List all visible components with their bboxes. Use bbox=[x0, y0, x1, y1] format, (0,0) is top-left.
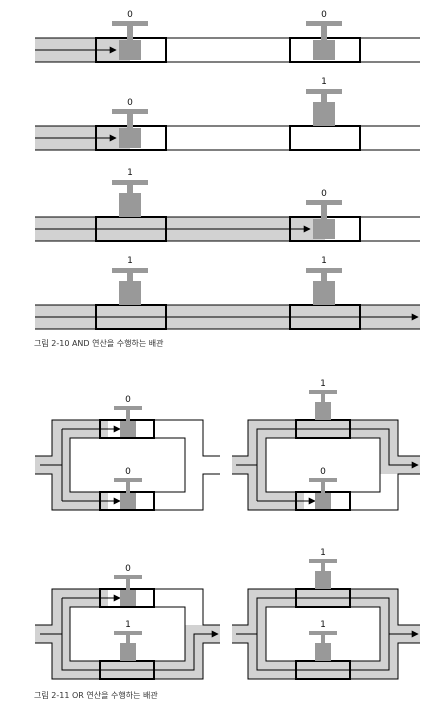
and-row-1: 0 0 bbox=[35, 10, 420, 63]
valve-gate bbox=[119, 40, 141, 60]
valve-left: 0 bbox=[95, 10, 167, 63]
valve-handle bbox=[112, 109, 148, 114]
valve-top: 1 bbox=[295, 379, 351, 439]
valve-value-label: 0 bbox=[125, 467, 131, 477]
or-panel-3: 0 1 bbox=[35, 564, 220, 680]
valve-gate bbox=[313, 40, 335, 60]
valve-handle bbox=[306, 268, 342, 273]
valve-stem bbox=[127, 185, 133, 193]
valve-gate bbox=[119, 193, 141, 217]
valve-handle bbox=[114, 478, 142, 482]
valve-value-label: 1 bbox=[320, 548, 326, 558]
valve-value-label: 1 bbox=[127, 256, 133, 266]
valve-bottom: 1 bbox=[295, 620, 351, 680]
valve-value-label: 1 bbox=[321, 256, 327, 266]
valve-gate bbox=[313, 219, 335, 239]
valve-gate bbox=[120, 590, 136, 606]
valve-top: 0 bbox=[99, 395, 155, 439]
valve-right: 0 bbox=[289, 10, 361, 63]
valve-value-label: 0 bbox=[321, 10, 327, 20]
valve-stem bbox=[126, 410, 130, 421]
valve-gate bbox=[315, 493, 331, 509]
valve-value-label: 1 bbox=[125, 620, 131, 630]
valve-stem bbox=[321, 635, 325, 643]
valve-handle bbox=[309, 559, 337, 563]
or-figure: 0 0 1 bbox=[35, 379, 420, 680]
and-figure: 0 0 0 bbox=[35, 10, 420, 330]
valve-gate bbox=[315, 571, 331, 589]
flow-region bbox=[35, 420, 108, 510]
valve-stem bbox=[321, 26, 327, 40]
flow-line bbox=[256, 634, 390, 671]
valve-handle bbox=[112, 21, 148, 26]
valve-stem bbox=[321, 205, 327, 219]
valve-value-label: 1 bbox=[321, 77, 327, 87]
valve-top: 0 bbox=[99, 564, 155, 608]
valve-value-label: 0 bbox=[127, 10, 133, 20]
valve-value-label: 0 bbox=[125, 395, 131, 405]
valve-stem bbox=[321, 94, 327, 102]
or-figure-caption: 그림 2-11 OR 연산을 수행하는 배관 bbox=[34, 691, 158, 700]
valve-value-label: 1 bbox=[320, 379, 326, 389]
or-panel-1: 0 0 bbox=[35, 395, 220, 511]
or-panel-4: 1 1 bbox=[232, 548, 420, 680]
valve-handle bbox=[309, 390, 337, 394]
valve-stem bbox=[321, 482, 325, 493]
valve-right: 0 bbox=[289, 189, 361, 242]
valve-handle bbox=[114, 631, 142, 635]
valve-stem bbox=[126, 579, 130, 590]
valve-value-label: 1 bbox=[127, 168, 133, 178]
valve-housing bbox=[289, 125, 361, 151]
valve-top: 1 bbox=[295, 548, 351, 608]
valve-bottom: 1 bbox=[99, 620, 155, 680]
valve-handle bbox=[306, 200, 342, 205]
valve-stem bbox=[127, 273, 133, 281]
valve-gate bbox=[315, 402, 331, 420]
valve-handle bbox=[309, 478, 337, 482]
valve-gate bbox=[120, 643, 136, 661]
valve-handle bbox=[114, 575, 142, 579]
valve-bottom: 0 bbox=[295, 467, 351, 511]
valve-right: 1 bbox=[289, 256, 361, 330]
valve-handle bbox=[112, 180, 148, 185]
valve-value-label: 0 bbox=[321, 189, 327, 199]
valve-gate bbox=[313, 281, 335, 305]
valve-gate bbox=[315, 643, 331, 661]
valve-value-label: 1 bbox=[320, 620, 326, 630]
valve-right: 1 bbox=[289, 77, 361, 151]
valve-value-label: 0 bbox=[125, 564, 131, 574]
flow-arrow bbox=[236, 597, 419, 638]
valve-handle bbox=[306, 21, 342, 26]
and-figure-caption: 그림 2-10 AND 연산을 수행하는 배관 bbox=[34, 339, 164, 348]
valve-gate bbox=[119, 128, 141, 148]
valve-stem bbox=[321, 563, 325, 571]
valve-handle bbox=[112, 268, 148, 273]
valve-gate bbox=[119, 281, 141, 305]
and-row-2: 0 1 bbox=[35, 77, 420, 151]
valve-left: 1 bbox=[95, 256, 167, 330]
flow-arrow bbox=[236, 428, 419, 469]
and-row-4: 1 1 bbox=[35, 256, 420, 330]
valve-left: 1 bbox=[95, 168, 167, 242]
valve-handle bbox=[306, 89, 342, 94]
valve-stem bbox=[321, 394, 325, 402]
or-panel-2: 1 0 bbox=[232, 379, 420, 511]
valve-stem bbox=[127, 114, 133, 128]
valve-value-label: 0 bbox=[320, 467, 326, 477]
valve-bottom: 0 bbox=[99, 467, 155, 511]
valve-gate bbox=[120, 493, 136, 509]
and-row-3: 1 0 bbox=[35, 168, 420, 242]
valve-left: 0 bbox=[95, 98, 167, 151]
valve-gate bbox=[313, 102, 335, 126]
flow-arrow bbox=[40, 630, 219, 671]
valve-stem bbox=[126, 635, 130, 643]
valve-gate bbox=[120, 421, 136, 437]
valve-stem bbox=[321, 273, 327, 281]
valve-stem bbox=[126, 482, 130, 493]
valve-stem bbox=[127, 26, 133, 40]
valve-handle bbox=[114, 406, 142, 410]
valve-handle bbox=[309, 631, 337, 635]
valve-value-label: 0 bbox=[127, 98, 133, 108]
